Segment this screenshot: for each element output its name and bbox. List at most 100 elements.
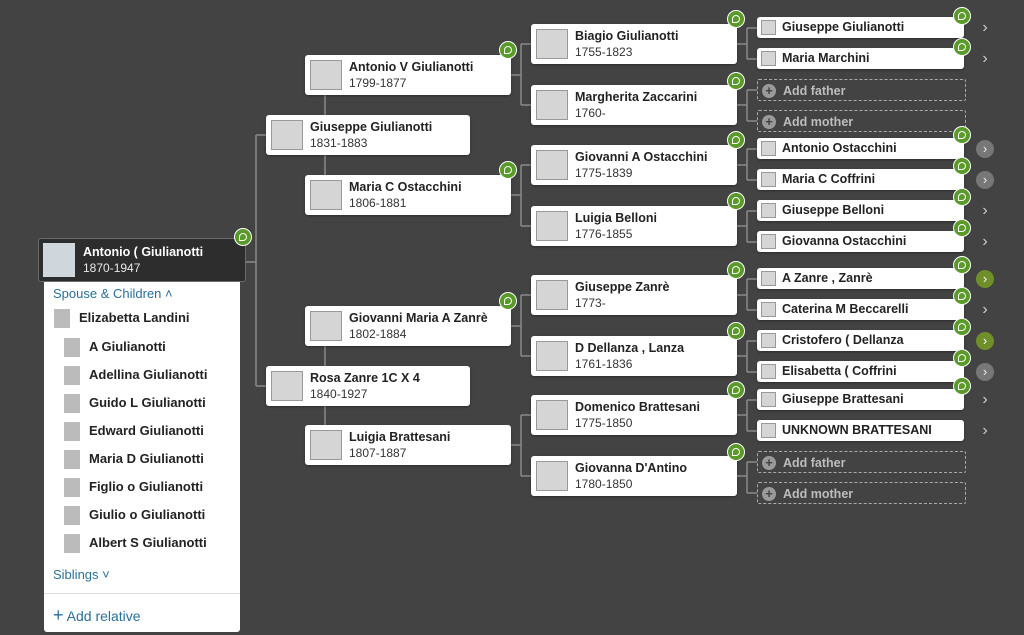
root-person-photo [43, 243, 75, 277]
chevron-right-icon[interactable]: › [982, 233, 988, 250]
gen4-person-9[interactable]: Caterina M Beccarelli [757, 299, 964, 320]
spouse-name[interactable]: Elizabetta Landini [79, 310, 190, 325]
child-name[interactable]: Edward Giulianotti [89, 423, 204, 438]
gen3-hint-leaf-icon-2[interactable] [727, 131, 745, 149]
gen4-person-4[interactable]: Antonio Ostacchini [757, 138, 964, 159]
gen4-hint-leaf-icon-0[interactable] [953, 7, 971, 25]
root-hint-leaf-icon[interactable] [234, 228, 252, 246]
chevron-right-icon[interactable]: › [976, 332, 994, 350]
child-photo [64, 534, 80, 553]
chevron-right-icon[interactable]: › [982, 301, 988, 318]
plus-circle-icon: + [762, 84, 776, 98]
gen4-person-6-name: Giuseppe Belloni [782, 203, 885, 217]
add-parent-button-3[interactable]: +Add mother [757, 110, 966, 132]
gen3-hint-leaf-icon-6[interactable] [727, 381, 745, 399]
chevron-right-icon[interactable]: › [982, 19, 988, 36]
plus-circle-icon: + [762, 456, 776, 470]
gen3-hint-leaf-icon-1[interactable] [727, 72, 745, 90]
add-parent-button-2[interactable]: + Add father [757, 79, 966, 101]
gen4-hint-leaf-icon-6[interactable] [953, 256, 971, 274]
child-photo [64, 478, 80, 497]
gen4-hint-leaf-icon-10[interactable] [953, 377, 971, 395]
gen1-person-1-photo [271, 371, 303, 401]
gen2-hint-leaf-icon-2[interactable] [499, 292, 517, 310]
gen4-person-13-name: UNKNOWN BRATTESANI [782, 423, 932, 437]
child-name[interactable]: A Giulianotti [89, 339, 166, 354]
child-name[interactable]: Adellina Giulianotti [89, 367, 208, 382]
gen4-person-0[interactable]: Giuseppe Giulianotti [757, 17, 964, 38]
gen3-person-6-dates: 1775-1850 [575, 416, 633, 430]
gen3-hint-leaf-icon-4[interactable] [727, 261, 745, 279]
root-person-card[interactable]: Antonio ( Giulianotti 1870-1947 [38, 238, 246, 282]
chevron-right-icon[interactable]: › [982, 202, 988, 219]
chevron-right-icon[interactable]: › [976, 363, 994, 381]
gen3-hint-leaf-icon-0[interactable] [727, 10, 745, 28]
gen4-hint-leaf-icon-3[interactable] [953, 157, 971, 175]
gen4-person-10[interactable]: Cristofero ( Dellanza [757, 330, 964, 351]
gen3-hint-leaf-icon-3[interactable] [727, 192, 745, 210]
chevron-right-icon[interactable]: › [976, 171, 994, 189]
chevron-right-icon[interactable]: › [982, 50, 988, 67]
gen4-person-13[interactable]: UNKNOWN BRATTESANI [757, 420, 964, 441]
child-name[interactable]: Albert S Giulianotti [89, 535, 207, 550]
gen4-hint-leaf-icon-4[interactable] [953, 188, 971, 206]
gen4-hint-leaf-icon-9[interactable] [953, 349, 971, 367]
child-name[interactable]: Maria D Giulianotti [89, 451, 204, 466]
gen4-person-6-photo [761, 203, 776, 218]
gen4-person-12[interactable]: Giuseppe Brattesani [757, 389, 964, 410]
gen4-person-12-name: Giuseppe Brattesani [782, 392, 904, 406]
gen3-person-4-name: Giuseppe Zanrè [575, 280, 670, 294]
gen4-hint-leaf-icon-2[interactable] [953, 126, 971, 144]
add-relative-button[interactable]: + Add relative [53, 605, 141, 626]
add-parent-label: Add father [783, 84, 846, 98]
gen4-hint-leaf-icon-8[interactable] [953, 318, 971, 336]
gen4-person-11[interactable]: Elisabetta ( Coffrini [757, 361, 964, 382]
gen4-person-7-photo [761, 234, 776, 249]
add-parent-button-14[interactable]: + Add father [757, 451, 966, 473]
gen3-person-3-photo [536, 211, 568, 241]
gen3-person-7-dates: 1780-1850 [575, 477, 633, 491]
chevron-right-icon[interactable]: › [976, 270, 994, 288]
add-parent-label: Add father [783, 456, 846, 470]
chevron-right-icon[interactable]: › [976, 140, 994, 158]
gen4-person-6[interactable]: Giuseppe Belloni [757, 200, 964, 221]
gen4-person-8-photo [761, 271, 776, 286]
child-name[interactable]: Figlio o Giulianotti [89, 479, 204, 494]
gen4-person-1[interactable]: Maria Marchini [757, 48, 964, 69]
child-name[interactable]: Guido L Giulianotti [89, 395, 206, 410]
gen3-hint-leaf-icon-7[interactable] [727, 443, 745, 461]
gen4-person-7[interactable]: Giovanna Ostacchini [757, 231, 964, 252]
gen4-person-8[interactable]: A Zanre , Zanrè [757, 268, 964, 289]
spouse-children-toggle[interactable]: Spouse & Children ˄ [53, 286, 173, 301]
gen4-person-5[interactable]: Maria C Coffrini [757, 169, 964, 190]
chevron-right-icon[interactable]: › [982, 422, 988, 439]
gen4-hint-leaf-icon-5[interactable] [953, 219, 971, 237]
chevron-right-icon[interactable]: › [982, 391, 988, 408]
panel-divider [44, 593, 240, 594]
gen4-hint-leaf-icon-7[interactable] [953, 287, 971, 305]
gen2-hint-leaf-icon-0[interactable] [499, 41, 517, 59]
gen2-hint-leaf-icon-1[interactable] [499, 161, 517, 179]
gen4-hint-leaf-icon-1[interactable] [953, 38, 971, 56]
siblings-toggle[interactable]: Siblings ˅ [53, 567, 110, 582]
child-name[interactable]: Giulio o Giulianotti [89, 507, 206, 522]
gen2-person-0-photo [310, 60, 342, 90]
gen4-person-12-photo [761, 392, 776, 407]
gen3-hint-leaf-icon-5[interactable] [727, 322, 745, 340]
add-parent-button-15[interactable]: +Add mother [757, 482, 966, 504]
